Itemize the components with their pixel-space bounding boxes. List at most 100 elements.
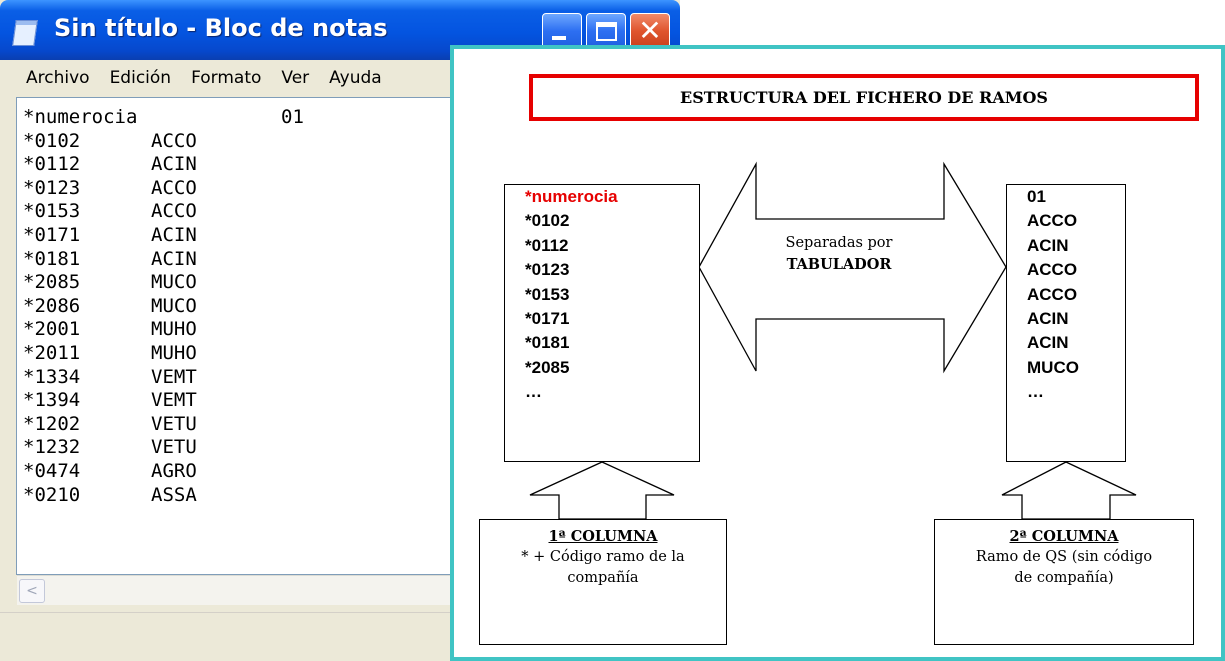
line-value: MUHO [151,341,197,364]
line-value: VEMT [151,365,197,388]
menu-ver[interactable]: Ver [281,68,310,88]
line-code: *0181 [23,247,81,270]
second-column-heading: 2ª COLUMNA [1009,528,1119,545]
text-line: *2011 MUHO [23,342,304,366]
left-column-entry: *2085 [525,357,570,377]
line-value: ACIN [151,153,197,176]
scroll-left-button[interactable]: < [19,579,45,603]
text-line: *0210 ASSA [23,484,304,508]
second-column-description: Ramo de QS (sin código de compañía) [975,549,1153,586]
left-column-entry: *numerocia [525,187,618,206]
minimize-icon [552,36,566,40]
line-code: *0474 [23,459,81,482]
left-column-entry: *0123 [525,260,570,280]
first-column-heading: 1ª COLUMNA [548,528,658,545]
text-line: *0171 ACIN [23,224,304,248]
text-line: *0153 ACCO [23,200,304,224]
line-code: *0112 [23,153,81,176]
right-column-entry: ACIN [1027,333,1069,353]
line-code: *0153 [23,200,81,223]
separator-emphasis: TABULADOR [786,256,892,273]
menu-formato[interactable]: Formato [191,68,262,88]
left-column-entry: *0171 [525,309,570,329]
right-column-entry: ACCO [1027,211,1078,231]
separator-text: Separadas por [785,235,893,251]
line-code: *2086 [23,294,81,317]
line-value: MUHO [151,318,197,341]
right-column-entry: … [1027,382,1044,402]
text-line: *0181 ACIN [23,248,304,272]
arrow-left-icon: < [26,583,38,599]
line-code: *0123 [23,176,81,199]
text-line: *1232 VETU [23,436,304,460]
left-column-entry: *0153 [525,284,570,304]
line-code: *0171 [23,223,81,246]
left-column-entry: *0112 [525,235,569,255]
text-line: *numerocia 01 [23,106,304,130]
text-line: *0112 ACIN [23,153,304,177]
line-value: ACIN [151,223,197,246]
line-value: MUCO [151,271,197,294]
line-code: *2001 [23,318,81,341]
diagram-title-box: ESTRUCTURA DEL FICHERO DE RAMOS [529,74,1199,121]
left-column-entry: *0102 [525,211,570,231]
right-column-entry: ACIN [1027,235,1069,255]
text-line: *0123 ACCO [23,177,304,201]
title-bar[interactable]: Sin título - Bloc de notas ✕ [0,0,680,60]
right-column-entry: MUCO [1027,357,1079,377]
line-value: MUCO [151,294,197,317]
text-line: *0474 AGRO [23,460,304,484]
window-title: Sin título - Bloc de notas [54,14,388,42]
text-line: *2085 MUCO [23,271,304,295]
line-value: ACCO [151,200,197,223]
right-column-entry: ACCO [1027,284,1078,304]
line-code: *2011 [23,341,81,364]
right-column-entry: 01 [1027,187,1046,206]
first-column-label: 1ª COLUMNA * + Código ramo de la compañí… [479,519,727,645]
line-code: *1232 [23,436,81,459]
line-value: 01 [281,106,304,128]
line-code: *1202 [23,412,81,435]
line-value: ACCO [151,176,197,199]
up-arrow-right-shape [1001,461,1137,520]
line-value: ACIN [151,247,197,270]
right-column-entry: ACCO [1027,260,1078,280]
line-value: AGRO [151,459,197,482]
line-code: *0102 [23,129,81,152]
structure-diagram: ESTRUCTURA DEL FICHERO DE RAMOS *numeroc… [450,45,1225,661]
text-line: *2001 MUHO [23,318,304,342]
line-value: VETU [151,436,197,459]
maximize-icon [596,22,617,41]
menu-edicion[interactable]: Edición [109,68,172,88]
close-button[interactable]: ✕ [630,13,670,49]
left-column-entry: … [525,382,542,402]
first-column-description: * + Código ramo de la compañía [521,549,685,586]
line-code: *1394 [23,389,81,412]
diagram-title: ESTRUCTURA DEL FICHERO DE RAMOS [680,88,1048,107]
maximize-button[interactable] [586,13,626,49]
close-icon: ✕ [638,14,662,47]
text-line: *1394 VEMT [23,389,304,413]
minimize-button[interactable] [542,13,582,49]
separator-label: Separadas por TABULADOR [754,233,924,276]
up-arrow-left-shape [529,461,675,520]
line-value: VEMT [151,389,197,412]
line-value: VETU [151,412,197,435]
right-column-entry: ACIN [1027,309,1069,329]
notepad-icon [12,20,38,46]
text-line: *2086 MUCO [23,295,304,319]
text-line: *1202 VETU [23,413,304,437]
menu-archivo[interactable]: Archivo [26,68,90,88]
line-code: *numerocia [23,106,138,128]
second-column-label: 2ª COLUMNA Ramo de QS (sin código de com… [934,519,1194,645]
line-code: *2085 [23,271,81,294]
line-code: *0210 [23,483,81,506]
line-value: ASSA [151,483,197,506]
menu-ayuda[interactable]: Ayuda [329,68,382,88]
text-line: *1334 VEMT [23,366,304,390]
line-code: *1334 [23,365,81,388]
